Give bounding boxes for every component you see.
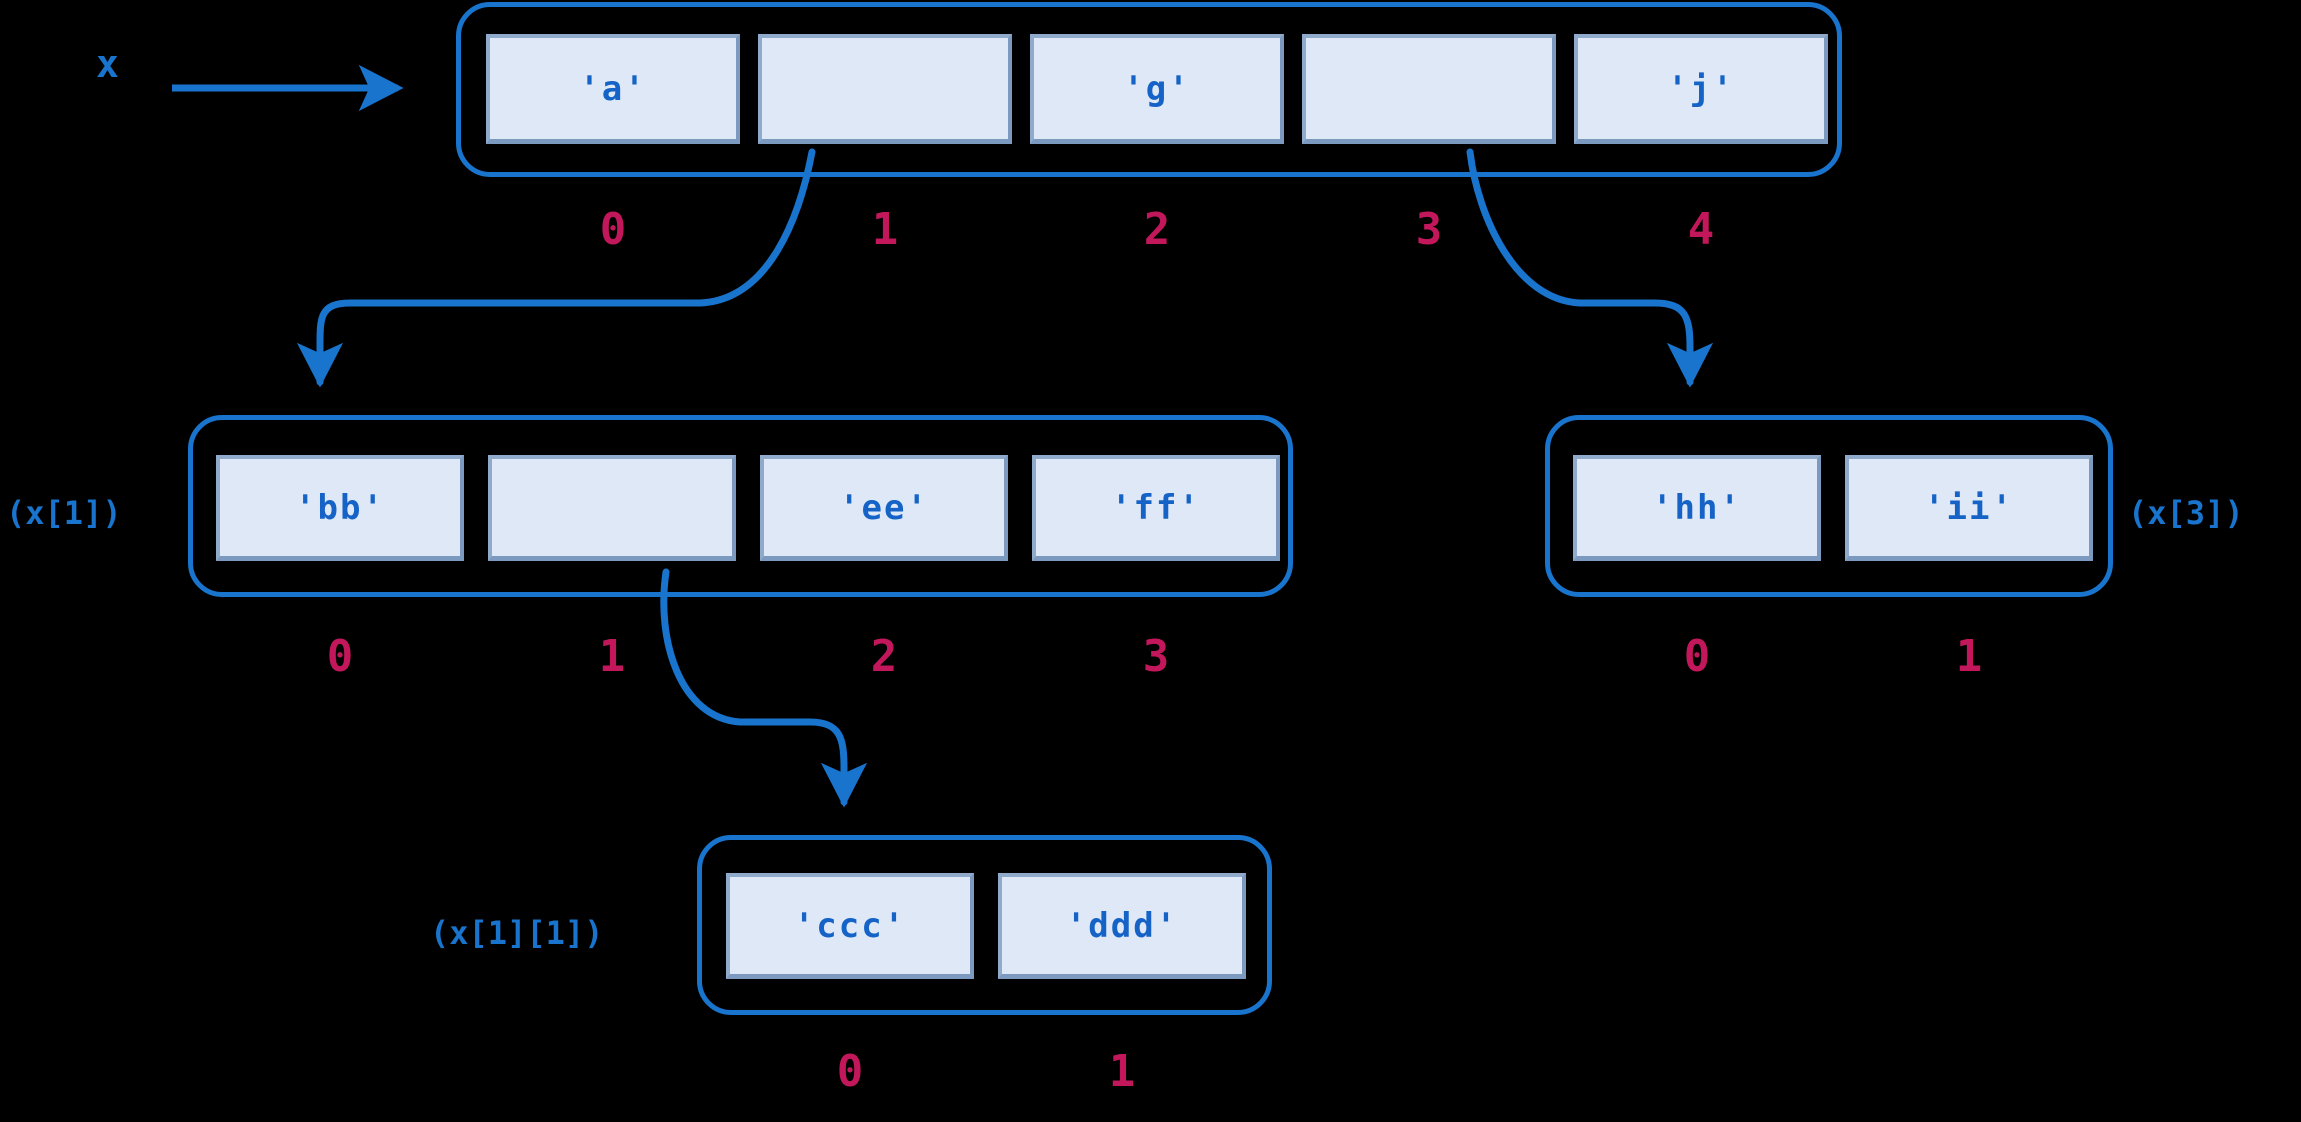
connector-x11-to-list: [660, 568, 868, 808]
cell-x1-0[interactable]: 'bb': [216, 455, 464, 561]
cell-x11-1[interactable]: 'ddd': [998, 873, 1246, 979]
cell-x3-1[interactable]: 'ii': [1845, 455, 2093, 561]
index-x-2: 2: [1143, 204, 1171, 255]
list-container-x3: [1545, 415, 2113, 597]
cell-x-3[interactable]: [1302, 34, 1556, 144]
ref-label-x3: (x[3]): [2128, 494, 2244, 532]
index-x3-0: 0: [1683, 631, 1711, 682]
cell-x1-1[interactable]: [488, 455, 736, 561]
list-container-x1: [188, 415, 1293, 597]
cell-x-0[interactable]: 'a': [486, 34, 740, 144]
variable-label-x: x: [96, 42, 119, 86]
index-x1-0: 0: [326, 631, 354, 682]
index-x-3: 3: [1415, 204, 1443, 255]
connector-x1-to-list: [296, 148, 816, 388]
ref-label-x11: (x[1][1]): [430, 914, 604, 952]
cell-x-1[interactable]: [758, 34, 1012, 144]
index-x-1: 1: [871, 204, 899, 255]
cell-x3-0[interactable]: 'hh': [1573, 455, 1821, 561]
ref-label-x1: (x[1]): [6, 494, 122, 532]
cell-x-4[interactable]: 'j': [1574, 34, 1828, 144]
list-container-x: [456, 2, 1842, 177]
list-container-x11: [697, 835, 1272, 1015]
index-x1-3: 3: [1142, 631, 1170, 682]
cell-x11-0[interactable]: 'ccc': [726, 873, 974, 979]
index-x-0: 0: [599, 204, 627, 255]
connector-x3-to-list: [1466, 148, 1714, 388]
index-x11-0: 0: [836, 1046, 864, 1097]
index-x3-1: 1: [1955, 631, 1983, 682]
cell-x1-2[interactable]: 'ee': [760, 455, 1008, 561]
cell-x-2[interactable]: 'g': [1030, 34, 1284, 144]
index-x-4: 4: [1687, 204, 1715, 255]
index-x1-1: 1: [598, 631, 626, 682]
index-x1-2: 2: [870, 631, 898, 682]
index-x11-1: 1: [1108, 1046, 1136, 1097]
cell-x1-3[interactable]: 'ff': [1032, 455, 1280, 561]
